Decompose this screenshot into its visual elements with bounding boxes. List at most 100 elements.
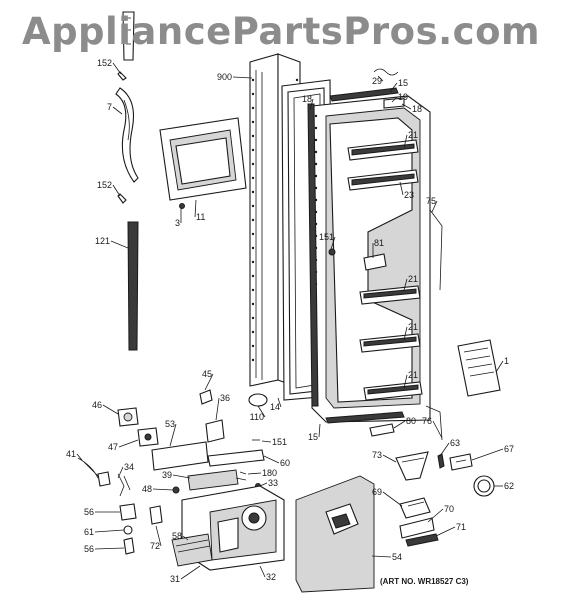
- callout-15-lower-leader: [318, 423, 321, 438]
- callout-32: 32: [266, 572, 276, 582]
- callout-71-leader: [435, 526, 456, 537]
- callout-11-leader: [194, 199, 197, 218]
- bin-middle-1: [359, 285, 421, 305]
- callout-7: 7: [107, 102, 112, 112]
- callout-21-a: 21: [408, 274, 418, 284]
- callout-61-leader: [94, 529, 125, 533]
- dispenser-cover-plate: [151, 441, 209, 471]
- liner-bracket: [363, 253, 387, 271]
- chute-screw: [437, 453, 445, 469]
- callout-45: 45: [202, 369, 212, 379]
- lamp-socket: [119, 503, 137, 521]
- callout-63-leader: [439, 442, 450, 457]
- dispenser-fastener: [172, 486, 180, 494]
- callout-71: 71: [456, 522, 466, 532]
- bin-top-upper: [347, 139, 419, 161]
- callout-34-leader: [117, 466, 124, 479]
- callout-180: 180: [262, 468, 277, 478]
- grommet-ring: [473, 475, 495, 497]
- callout-70-leader: [427, 508, 444, 523]
- owners-manual: [457, 339, 501, 397]
- callout-48-leader: [152, 488, 174, 491]
- callout-67: 67: [504, 444, 514, 454]
- callout-72: 72: [150, 541, 160, 551]
- paddle-lever: [405, 533, 439, 547]
- callout-80: 80: [406, 416, 416, 426]
- callout-75-leader: [431, 200, 438, 213]
- art-number-caption: (ART NO. WR18527 C3): [380, 577, 469, 586]
- callout-152-lower-leader: [112, 184, 121, 197]
- callout-14-leader: [277, 397, 282, 408]
- callout-15-upper-leader: [389, 82, 398, 93]
- callout-19-leader: [391, 96, 398, 103]
- callout-21-c: 21: [408, 370, 418, 380]
- top-trim-bar: [329, 87, 399, 102]
- callout-180-leader: [247, 472, 262, 475]
- bin-middle-2: [359, 333, 421, 353]
- callout-152-lower: 152: [97, 180, 112, 190]
- chute-bracket: [449, 453, 473, 471]
- callout-53-leader: [169, 423, 177, 447]
- callout-151-upper: 151: [319, 232, 334, 242]
- callout-70: 70: [444, 504, 454, 514]
- callout-62: 62: [504, 481, 514, 491]
- callout-56-upper: 56: [84, 507, 94, 517]
- lamp-holder: [123, 525, 133, 535]
- dispenser-front-panel: [295, 475, 375, 593]
- callout-11: 11: [196, 212, 205, 222]
- callout-41-leader: [76, 453, 83, 461]
- callout-45-leader: [204, 373, 214, 391]
- callout-121: 121: [95, 236, 110, 246]
- callout-31-leader: [180, 565, 201, 580]
- handle-screw-lower: [117, 193, 127, 204]
- actuator-arm: [399, 497, 431, 519]
- callout-60: 60: [280, 458, 290, 468]
- cap-piece: [383, 97, 405, 109]
- callout-121-leader: [110, 240, 129, 249]
- callout-34: 34: [124, 462, 134, 472]
- callout-73-leader: [382, 454, 397, 463]
- callout-110-leader: [257, 405, 266, 418]
- callout-21-top-leader: [403, 134, 408, 149]
- callout-56-lower: 56: [84, 544, 94, 554]
- callout-76-leader: [432, 420, 443, 439]
- callout-69-leader: [382, 491, 403, 507]
- callout-1: 1: [504, 356, 509, 366]
- callout-18-right: 18: [412, 104, 422, 114]
- dispenser-frame: [159, 117, 247, 201]
- callout-152-upper: 152: [97, 58, 112, 68]
- dispenser-coupling: [369, 423, 395, 437]
- drip-tray: [171, 533, 213, 567]
- callout-58-leader: [182, 535, 189, 541]
- callout-31: 31: [170, 574, 180, 584]
- callout-21-b: 21: [408, 322, 418, 332]
- dispenser-spring: [235, 471, 247, 481]
- callout-29: 29: [372, 76, 382, 86]
- callout-67-leader: [471, 448, 504, 461]
- callout-61: 61: [84, 527, 94, 537]
- dispenser-housing-plate: [187, 469, 239, 491]
- callout-23: 23: [404, 190, 414, 200]
- callout-58: 58: [172, 531, 182, 541]
- water-tube-lower: [425, 405, 443, 441]
- callout-32-leader: [259, 565, 266, 578]
- heater-connector: [117, 473, 131, 497]
- callout-80-leader: [393, 420, 406, 429]
- callout-73: 73: [372, 450, 382, 460]
- handle-cap-top: [122, 11, 135, 61]
- callout-7-leader: [112, 106, 123, 115]
- actuator-knob: [248, 393, 268, 407]
- liner-screw: [328, 248, 336, 256]
- callout-48: 48: [142, 484, 152, 494]
- callout-46-leader: [102, 404, 119, 415]
- bezel-switch: [205, 419, 225, 443]
- callout-47: 47: [108, 442, 118, 452]
- paddle-bracket: [399, 517, 435, 539]
- callout-900-leader: [232, 76, 253, 79]
- callout-900: 900: [217, 72, 232, 82]
- callout-151-upper-leader: [330, 236, 336, 250]
- ice-chute: [395, 451, 429, 481]
- dispenser-trim-bar: [207, 449, 265, 467]
- handle-screw-upper: [117, 71, 127, 81]
